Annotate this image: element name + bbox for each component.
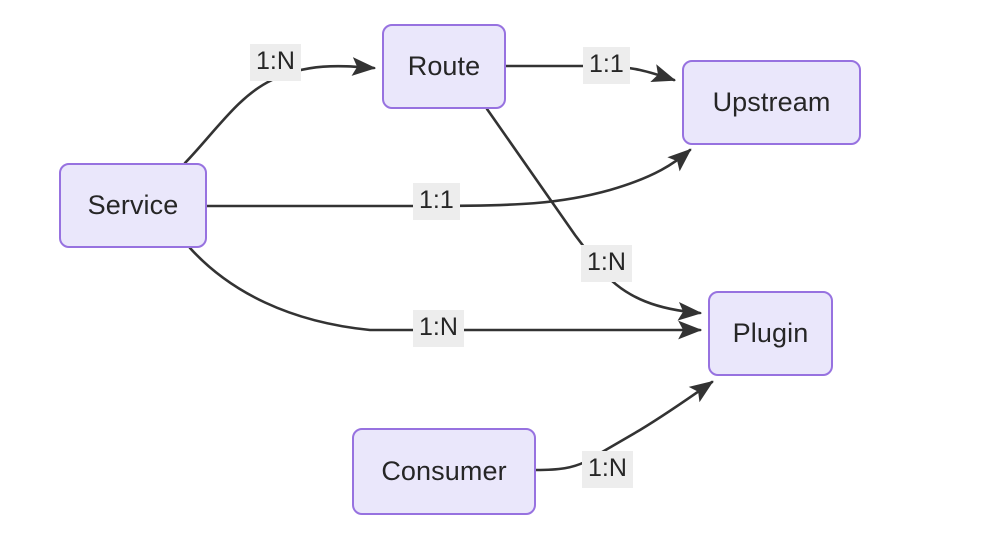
node-upstream[interactable]: Upstream xyxy=(682,60,861,145)
edge-label-route-plugin: 1:N xyxy=(581,245,632,282)
node-plugin[interactable]: Plugin xyxy=(708,291,833,376)
edge-label-route-upstream: 1:1 xyxy=(583,47,630,84)
node-service[interactable]: Service xyxy=(59,163,207,248)
node-consumer-label: Consumer xyxy=(381,456,507,486)
edge-service-plugin xyxy=(188,246,703,340)
node-route-label: Route xyxy=(407,51,481,81)
node-consumer[interactable]: Consumer xyxy=(352,428,536,515)
edge-service-upstream xyxy=(205,148,692,208)
edge-label-service-upstream: 1:1 xyxy=(413,183,460,220)
node-upstream-label: Upstream xyxy=(712,87,831,117)
node-route[interactable]: Route xyxy=(382,24,506,109)
edge-route-plugin xyxy=(485,107,703,321)
node-service-label: Service xyxy=(87,190,179,220)
edge-label-service-route: 1:N xyxy=(250,44,301,81)
edge-label-service-plugin: 1:N xyxy=(413,310,464,347)
edge-consumer-plugin xyxy=(534,380,714,472)
edge-label-consumer-plugin: 1:N xyxy=(582,451,633,488)
node-plugin-label: Plugin xyxy=(732,318,809,348)
